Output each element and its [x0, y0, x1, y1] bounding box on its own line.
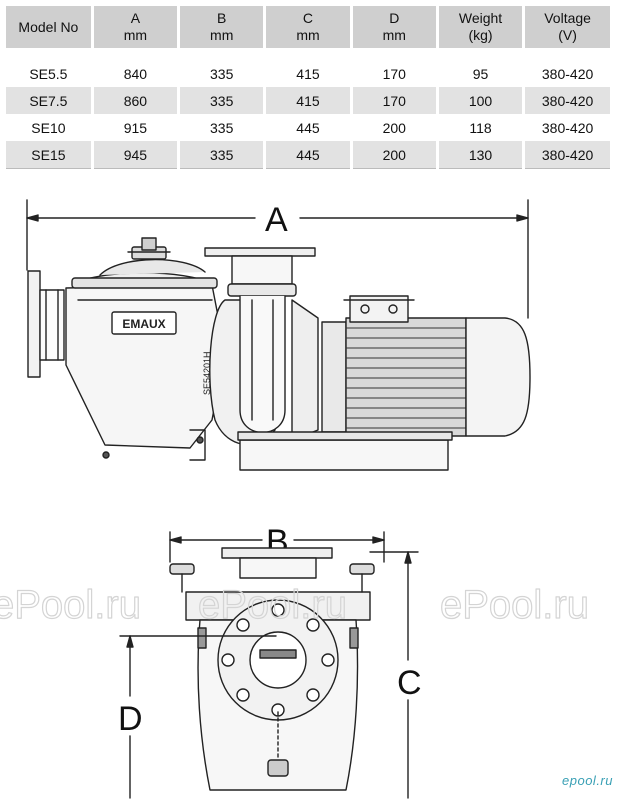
table-row: SE10 915 335 445 200 118 380-420 — [6, 114, 610, 141]
cell-c: 445 — [263, 114, 352, 141]
cell-weight: 95 — [435, 48, 524, 87]
housing-code: SE54201H — [202, 351, 212, 395]
cell-a: 945 — [90, 141, 179, 169]
cell-a: 915 — [90, 114, 179, 141]
cell-model: SE7.5 — [6, 87, 93, 114]
cell-b: 335 — [177, 114, 265, 141]
table-row: SE15 945 335 445 200 130 380-420 — [6, 141, 610, 169]
cell-weight: 118 — [435, 114, 524, 141]
cell-voltage: 380-420 — [522, 48, 610, 87]
dimension-d-label: D — [118, 700, 143, 738]
cell-c: 415 — [263, 87, 352, 114]
front-view-drawing: B — [118, 523, 422, 799]
dimension-c: C — [369, 551, 422, 799]
cell-b: 335 — [177, 141, 265, 169]
cell-weight: 100 — [435, 87, 524, 114]
cell-d: 200 — [349, 114, 438, 141]
cell-model: SE10 — [31, 119, 66, 136]
table-row: SE5.5 840 335 415 170 95 380-420 — [6, 48, 610, 87]
cell-d: 170 — [349, 48, 438, 87]
cell-voltage: 380-420 — [522, 87, 610, 114]
dimension-d: D — [118, 635, 277, 799]
cell-b: 335 — [177, 87, 265, 114]
side-view-drawing: A EMAUX SE54201H — [26, 199, 531, 471]
watermark-text-left: ePool.ru — [0, 583, 141, 627]
header-voltage: Voltage(V) — [522, 6, 610, 54]
watermark: ePool.ru ePool.ru ePool.ru — [0, 582, 590, 627]
watermark-text-center: ePool.ru — [198, 583, 347, 627]
brand-label: EMAUX — [122, 317, 165, 331]
header-model-no: Model No — [6, 6, 93, 54]
cell-d: 170 — [349, 87, 438, 114]
cell-a: 860 — [90, 87, 179, 114]
watermark-text-right: ePool.ru — [440, 583, 589, 627]
cell-c: 445 — [263, 141, 352, 169]
cell-weight: 130 — [435, 141, 524, 169]
cell-d: 200 — [349, 141, 438, 169]
dimension-c-label: C — [397, 664, 422, 702]
table-row: SE7.5 860 335 415 170 100 380-420 — [6, 87, 610, 114]
header-weight: Weight(kg) — [435, 6, 524, 54]
cell-model: SE15 — [6, 141, 93, 169]
cell-a: 840 — [90, 48, 179, 87]
cell-model: SE5.5 — [6, 48, 93, 87]
dimension-a-label: A — [265, 201, 288, 239]
cell-c: 415 — [263, 48, 352, 87]
cell-b: 335 — [177, 48, 265, 87]
cell-voltage: 380-420 — [522, 114, 610, 141]
dimension-a: A — [26, 199, 529, 319]
cell-voltage: 380-420 — [522, 141, 610, 169]
footer-logo: epool.ru — [562, 773, 613, 788]
